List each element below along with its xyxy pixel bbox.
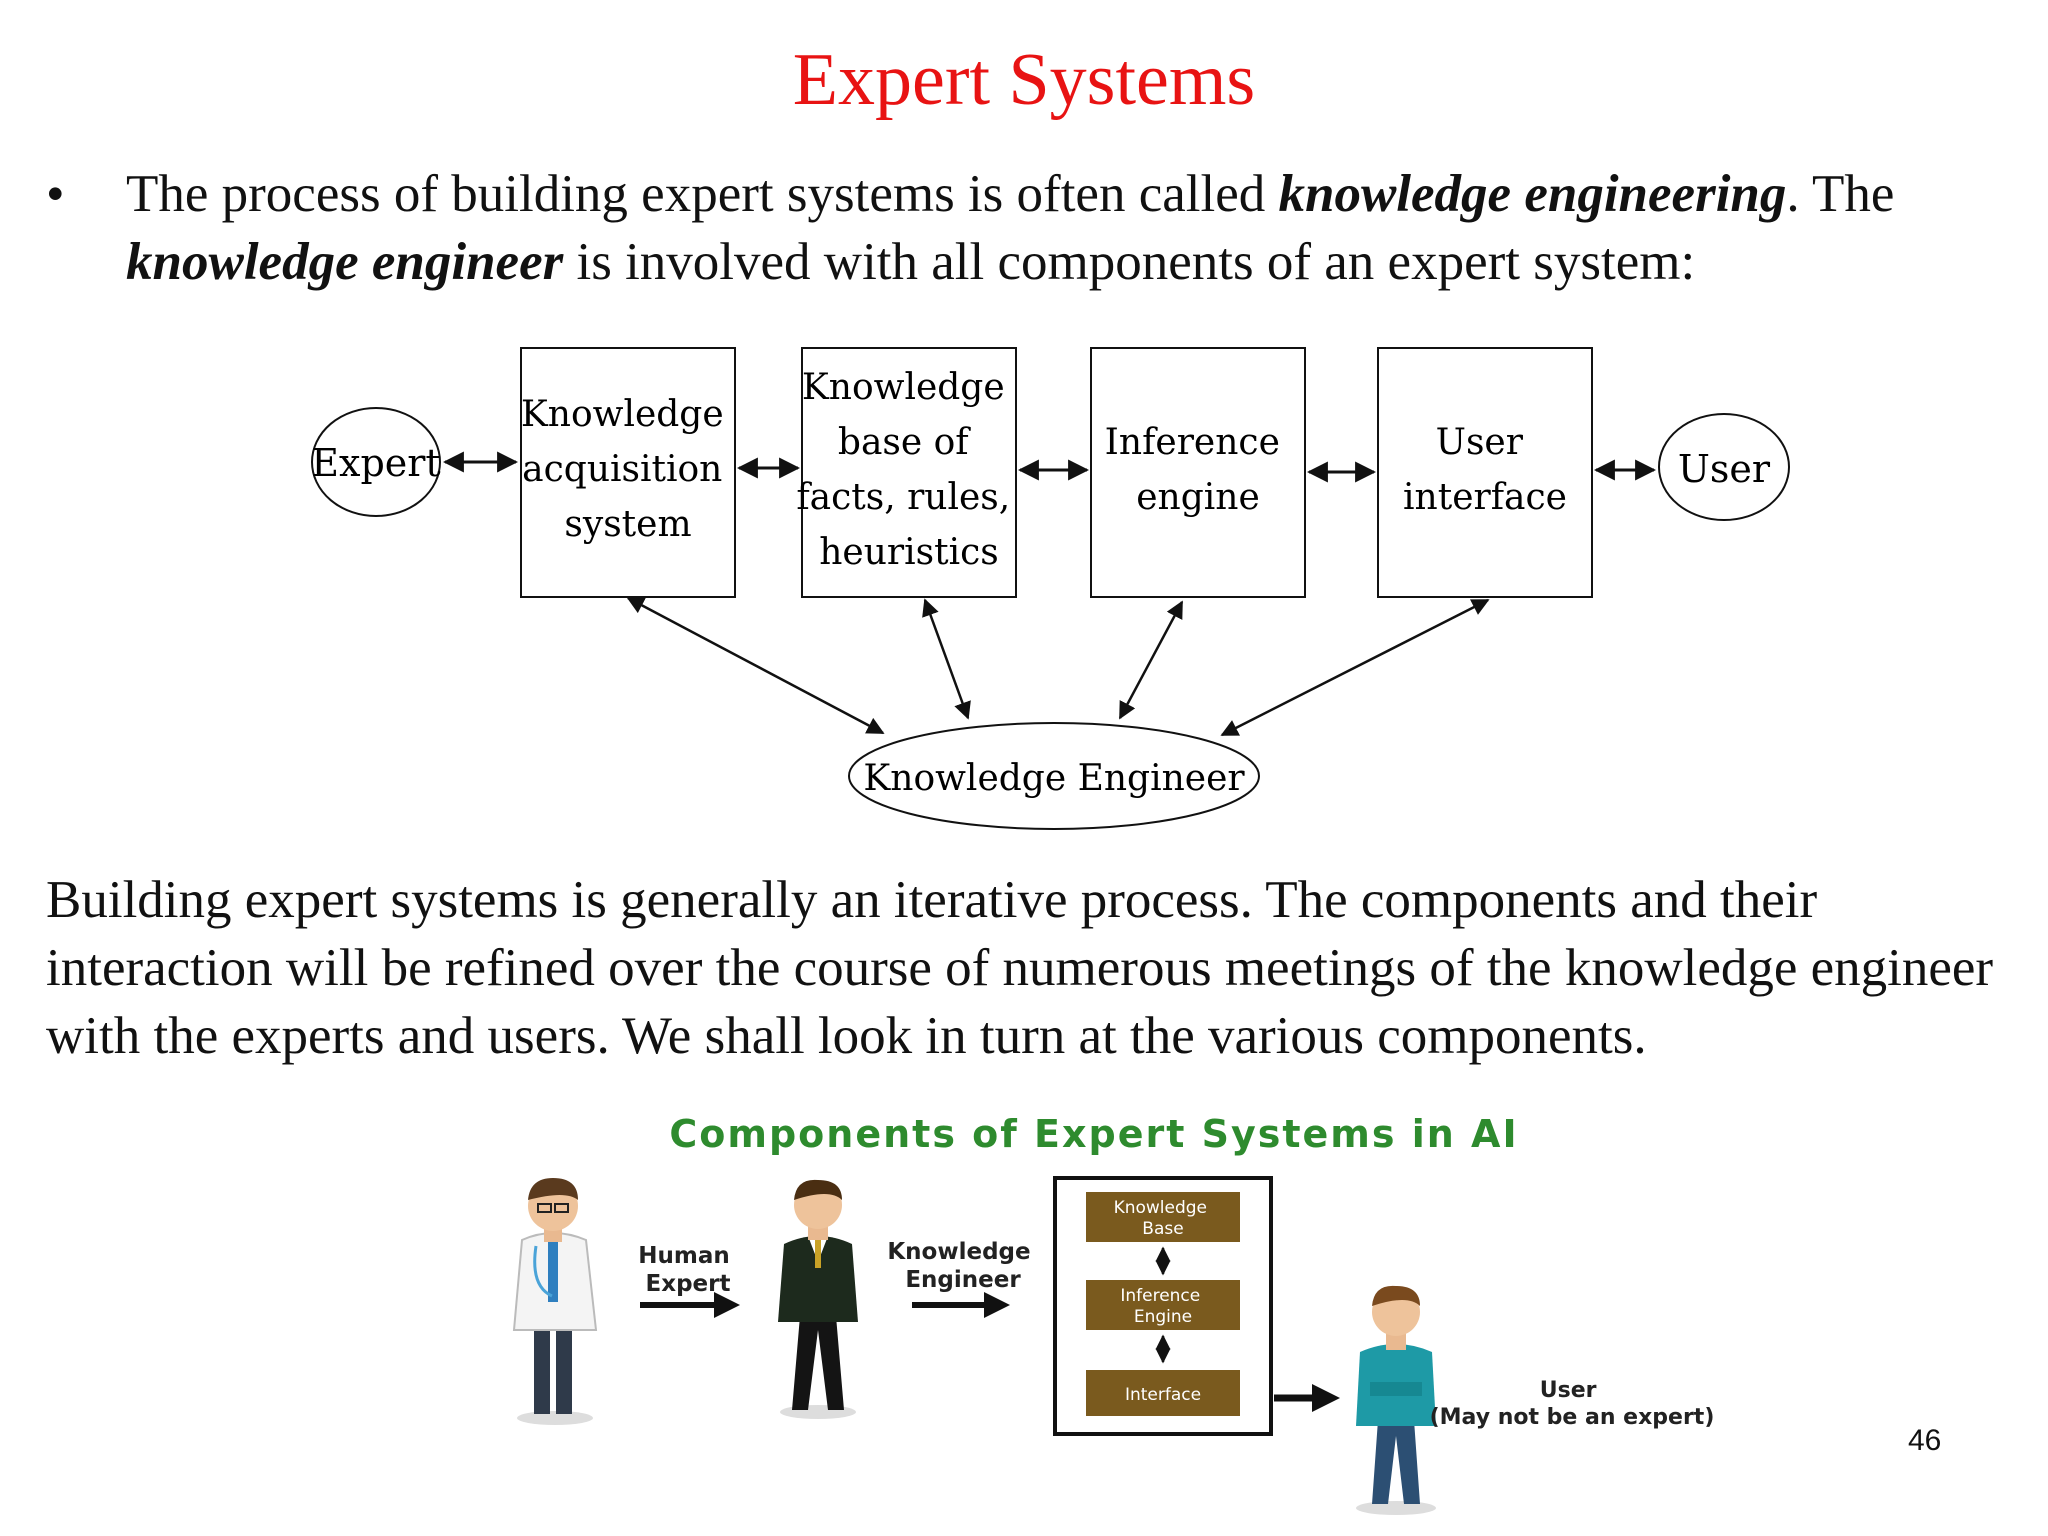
arrow-kb-engineer xyxy=(922,598,971,720)
knowledge-engineer-node xyxy=(848,722,1260,830)
user-node xyxy=(1658,413,1790,521)
arrow-inference-engineer xyxy=(1118,600,1184,720)
inference-engine-block xyxy=(1086,1280,1240,1330)
slide-title: Expert Systems xyxy=(792,39,1256,121)
knowledge-base-box xyxy=(801,347,1017,598)
inference-engine-box xyxy=(1090,347,1306,598)
doctor-figure xyxy=(512,1178,598,1425)
page-number: 46 xyxy=(1908,1424,1942,1457)
bullet-text-part3: is involved with all components of an ex… xyxy=(563,233,1696,291)
user-caption: User (May not be an expert) xyxy=(1430,1378,1715,1430)
svg-text:Human Expert: Human Expert xyxy=(638,1243,738,1297)
engineer-figure xyxy=(778,1179,858,1419)
infographic-title: Components of Expert Systems in AI xyxy=(669,1112,1518,1156)
knowledge-base-label: Knowledge base of facts, rules, heuristi… xyxy=(796,367,1021,573)
user-figure xyxy=(1356,1285,1436,1515)
arrow-acquisition-engineer xyxy=(626,596,885,735)
term-knowledge-engineer: knowledge engineer xyxy=(126,233,564,291)
bullet-text-part2: . The xyxy=(1786,165,1895,223)
body-paragraph: Building expert systems is generally an … xyxy=(46,871,1994,1065)
svg-text:Knowledge Engineer: Knowledge Engineer xyxy=(887,1239,1038,1293)
knowledge-acquisition-box xyxy=(520,347,736,598)
knowledge-acquisition-label: Knowledge acquisition system xyxy=(521,394,735,545)
bullet-text-part1: The process of building expert systems i… xyxy=(126,165,1279,223)
inference-engine-label: Inference engine xyxy=(1105,422,1292,518)
knowledge-base-block xyxy=(1086,1192,1240,1242)
inference-engine-block-label: Inference Engine xyxy=(1120,1286,1205,1327)
system-to-user-arrow xyxy=(1274,1384,1340,1412)
knowledge-engineer-label: Knowledge Engineer xyxy=(863,758,1245,799)
arrow-ui-engineer xyxy=(1220,598,1490,737)
interface-block-label: Interface xyxy=(1125,1385,1201,1405)
knowledge-base-block-label: Knowledge Base xyxy=(1114,1198,1213,1239)
human-expert-arrow: Human Expert xyxy=(638,1243,740,1318)
term-knowledge-engineering: knowledge engineering xyxy=(1278,165,1787,223)
bullet-text: The process of building expert systems i… xyxy=(126,160,2006,296)
user-label: User xyxy=(1678,447,1771,491)
user-interface-box xyxy=(1377,347,1593,598)
expert-label: Expert xyxy=(311,441,440,485)
knowledge-engineer-arrow: Knowledge Engineer xyxy=(887,1239,1038,1318)
interface-block xyxy=(1086,1370,1240,1416)
expert-node xyxy=(311,407,441,517)
bullet-marker: • xyxy=(46,165,65,223)
user-interface-label: User interface xyxy=(1403,422,1567,518)
